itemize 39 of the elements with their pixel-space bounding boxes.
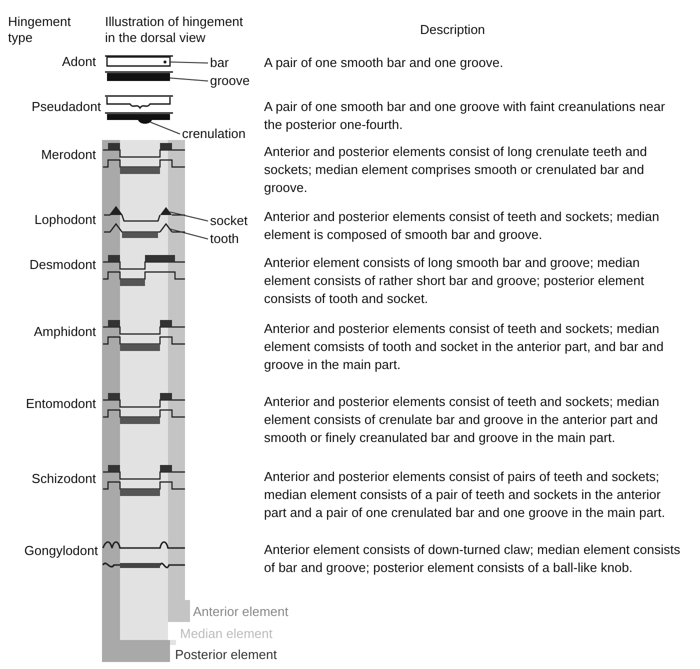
column-header: Hingement type bbox=[8, 14, 72, 46]
part-label: tooth bbox=[210, 231, 239, 247]
leader-line bbox=[170, 78, 208, 82]
hingement-type-name: Schizodont bbox=[32, 471, 96, 487]
description-text: Anterior and posterior elements consist of teeth and sockets; median element is composed of smooth bar and groove. bbox=[264, 208, 660, 244]
hinge-groove bbox=[107, 114, 170, 124]
leader-line bbox=[170, 212, 208, 222]
description-text: A pair of one smooth bar and one groove with faint creanulations near the posterior one-fourth. bbox=[264, 98, 666, 134]
hinge-bar bbox=[106, 56, 171, 67]
element-label: Anterior element bbox=[193, 604, 288, 620]
leader-line bbox=[170, 62, 208, 64]
hingement-type-name: Desmodont bbox=[30, 257, 96, 273]
description-text: Anterior and posterior elements consist of teeth and sockets; median element comsists of tooth and socket in the anterior part, and bar and groove in the main part. bbox=[264, 320, 665, 374]
hinge-tooth bbox=[160, 207, 172, 215]
hingement-type-name: Adont bbox=[62, 54, 96, 70]
hingement-type-name: Gongylodont bbox=[24, 543, 98, 559]
part-label: crenulation bbox=[182, 126, 246, 142]
leader-line bbox=[150, 122, 180, 134]
description-text: Anterior element consists of down-turned claw; median element consists of bar and groove; posterior element consists of a ball-like knob. bbox=[264, 541, 682, 577]
element-label: Posterior element bbox=[175, 647, 277, 663]
part-label: socket bbox=[210, 213, 248, 229]
hinge-groove bbox=[107, 73, 170, 81]
element-label: Median element bbox=[180, 626, 272, 642]
hinge-socket bbox=[159, 222, 173, 232]
part-label: bar bbox=[210, 55, 229, 71]
description-text: Anterior and posterior elements consist of long crenulate teeth and sockets; median element comprises smooth or crenulated bar and groove. bbox=[264, 143, 648, 197]
leader-line bbox=[170, 228, 208, 240]
column-header: Description bbox=[420, 22, 486, 38]
hingement-type-name: Entomodont bbox=[26, 396, 96, 412]
hingement-type-name: Pseudadont bbox=[32, 99, 101, 115]
description-text: Anterior and posterior elements consist of pairs of teeth and sockets; median element consists of a pair of teeth and sockets in the anterior part and a pair of one crenulated bar and one groove in the main part. bbox=[264, 468, 666, 522]
part-label: groove bbox=[210, 73, 250, 89]
description-text: Anterior element consists of long smooth bar and groove; median element consists of rather short bar and groove; posterior element consists of tooth and socket. bbox=[264, 254, 646, 308]
hingement-type-name: Merodont bbox=[41, 147, 96, 163]
description-text: Anterior and posterior elements consist of teeth and sockets; median element consists of crenulate bar and groove in the anterior part and smooth or finely creanulated bar and groove in the main part. bbox=[264, 393, 660, 447]
hingement-type-name: Lophodont bbox=[34, 212, 96, 228]
hingement-type-name: Amphidont bbox=[34, 324, 96, 340]
column-header: Illustration of hingement in the dorsal view bbox=[105, 14, 244, 46]
description-text: A pair of one smooth bar and one groove. bbox=[264, 54, 504, 72]
